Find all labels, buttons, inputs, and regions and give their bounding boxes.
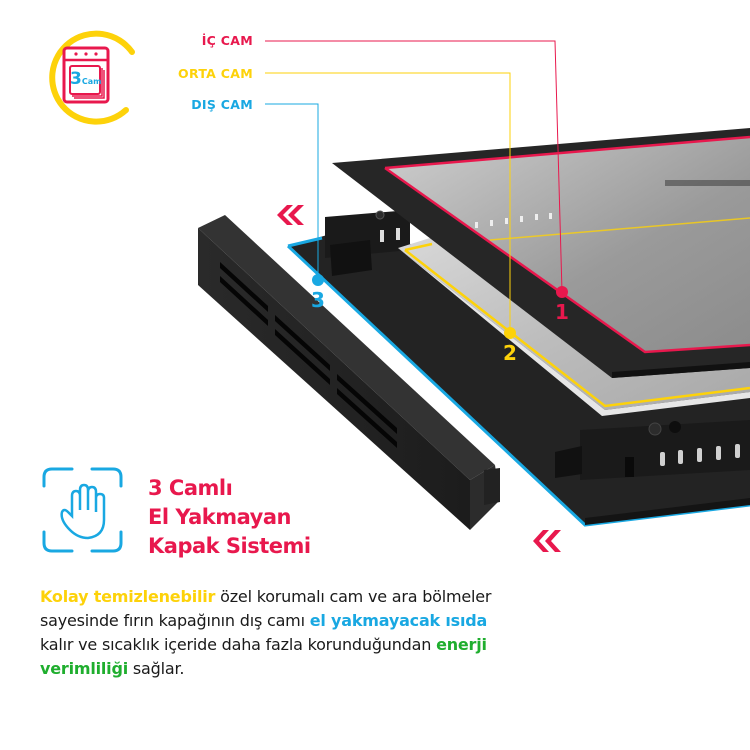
highlight-no-burn: el yakmayacak ısıda: [309, 611, 488, 630]
hand-icon-frame: [42, 467, 123, 553]
ventilation-bar: [198, 215, 500, 530]
label-inner-glass: İÇ CAM: [201, 33, 253, 48]
label-middle-glass: ORTA CAM: [178, 66, 253, 81]
marker-inner-glass: [556, 286, 568, 298]
number-inner-glass: 1: [555, 300, 569, 324]
double-chevron-icon: [533, 530, 561, 552]
feature-title-line: Kapak Sistemi: [148, 534, 311, 558]
oven-badge: [49, 30, 135, 125]
inner-glass-plate: [332, 128, 750, 378]
description-text: özel korumalı cam ve ara bölmeler sayesi…: [40, 587, 492, 630]
bottom-bracket: [555, 420, 750, 480]
label-outer-glass: DIŞ CAM: [191, 97, 253, 112]
badge-label: 3 Cam: [70, 69, 101, 91]
highlight-energy: enerji verimliliği: [40, 635, 487, 678]
callout-lines: [265, 40, 568, 339]
number-outer-glass: 3: [311, 288, 325, 312]
double-chevron-icon: [277, 205, 304, 225]
description-text: sağlar.: [128, 659, 185, 678]
feature-title: 3 Camlı El Yakmayan Kapak Sistemi: [148, 474, 311, 561]
feature-description: Kolay temizlenebilir özel korumalı cam v…: [40, 585, 500, 681]
marker-outer-glass: [312, 274, 324, 286]
marker-middle-glass: [504, 327, 516, 339]
oven-icon: [62, 46, 110, 104]
badge-text: Cam: [81, 77, 102, 86]
badge-number: 3: [70, 69, 82, 89]
description-text: kalır ve sıcaklık içeride daha fazla kor…: [40, 635, 437, 654]
top-bracket: [325, 210, 410, 276]
feature-title-line: 3 Camlı: [148, 476, 233, 500]
highlight-easy-clean: Kolay temizlenebilir: [40, 587, 216, 606]
number-middle-glass: 2: [503, 341, 517, 365]
hand-icon: [60, 483, 106, 540]
feature-title-line: El Yakmayan: [148, 505, 291, 529]
